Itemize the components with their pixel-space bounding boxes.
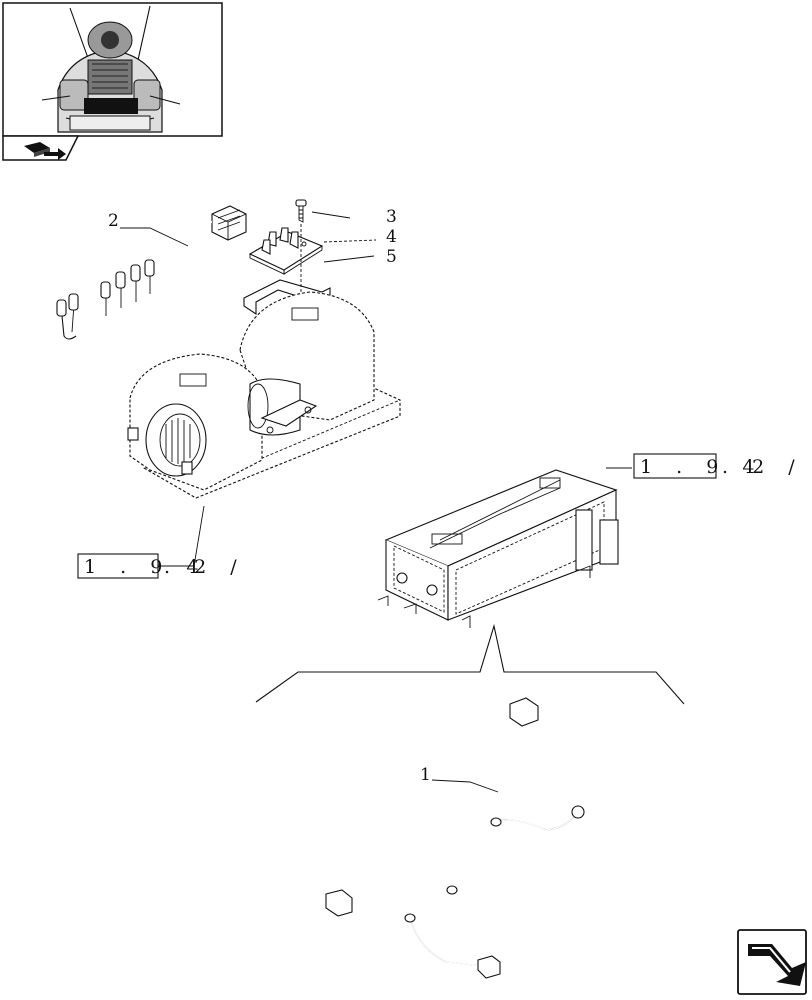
heater-reference-suffix: . 2 / B (722, 456, 812, 478)
heater-reference[interactable]: 1 . 9 4 . 2 / B (633, 453, 812, 479)
blower-reference-code: 1 . 9 4 (84, 556, 207, 578)
blower-reference-suffix: . 2 / (164, 556, 246, 578)
blower-assembly (127, 291, 401, 499)
blower-reference[interactable]: 1 . 9 4 . 2 / (77, 553, 246, 579)
heater-reference-code: 1 . 9 4 (640, 456, 763, 478)
callout-4: 4 (386, 227, 397, 247)
heater-box-assembly (377, 469, 619, 628)
callout-labels: 2 3 4 5 1 (108, 207, 431, 785)
blower-reference-box (77, 553, 159, 579)
callout-5: 5 (386, 247, 397, 267)
tractor-cab-sketch (41, 5, 181, 133)
resistor-part-4 (248, 227, 324, 275)
detail-bracket (255, 623, 685, 705)
callout-3: 3 (386, 207, 397, 227)
tractor-thumbnail[interactable] (2, 2, 223, 161)
heater-reference-box (633, 453, 717, 479)
book-arrow-icon (24, 142, 66, 160)
wiring-harness-part-1 (325, 697, 585, 979)
callout-1: 1 (420, 765, 431, 785)
screw-part-3 (295, 199, 307, 223)
next-page-arrow-icon[interactable] (737, 929, 807, 995)
callout-2: 2 (108, 211, 119, 231)
wiring-harness-part-2 (56, 205, 247, 340)
leader-lines (120, 211, 632, 793)
